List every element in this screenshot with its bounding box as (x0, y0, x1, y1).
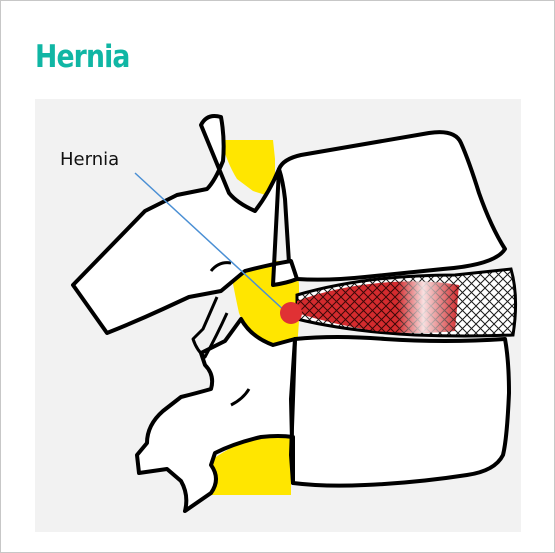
hernia-callout-label: Hernia (60, 149, 119, 170)
card-title: Hernia (35, 35, 129, 79)
hernia-marker-icon (280, 302, 302, 324)
spine-diagram-panel: Hernia (35, 99, 521, 532)
lower-vertebral-body (291, 337, 509, 486)
upper-vertebral-body (279, 132, 505, 280)
spine-hernia-diagram: Hernia (35, 99, 521, 532)
